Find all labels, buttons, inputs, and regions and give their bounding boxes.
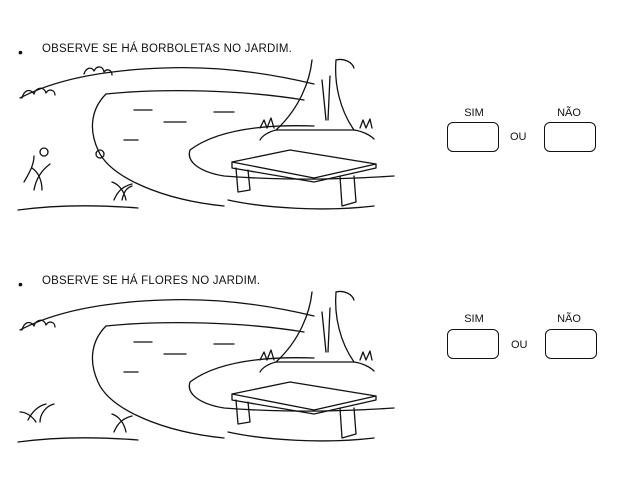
question-prompt: OBSERVE SE HÁ FLORES NO JARDIM. (42, 275, 261, 287)
garden-scene-icon (17, 58, 395, 211)
yes-answer-box[interactable] (447, 329, 499, 359)
garden-scene-icon (17, 290, 395, 443)
question-2: • OBSERVE SE HÁ FLORES NO JARDIM. SIM OU… (0, 232, 640, 452)
no-answer-box[interactable] (544, 122, 596, 152)
yes-label: SIM (464, 107, 484, 119)
question-prompt: OBSERVE SE HÁ BORBOLETAS NO JARDIM. (42, 43, 293, 55)
no-label: NÃO (557, 313, 581, 325)
yes-label: SIM (464, 313, 484, 325)
bullet: • (18, 276, 23, 292)
no-answer-box[interactable] (545, 329, 597, 359)
yes-answer-box[interactable] (447, 122, 499, 152)
or-label: OU (511, 339, 528, 351)
question-1: • OBSERVE SE HÁ BORBOLETAS NO JARDIM. (0, 0, 640, 220)
bullet: • (18, 44, 23, 60)
or-label: OU (510, 131, 527, 143)
no-label: NÃO (557, 107, 581, 119)
